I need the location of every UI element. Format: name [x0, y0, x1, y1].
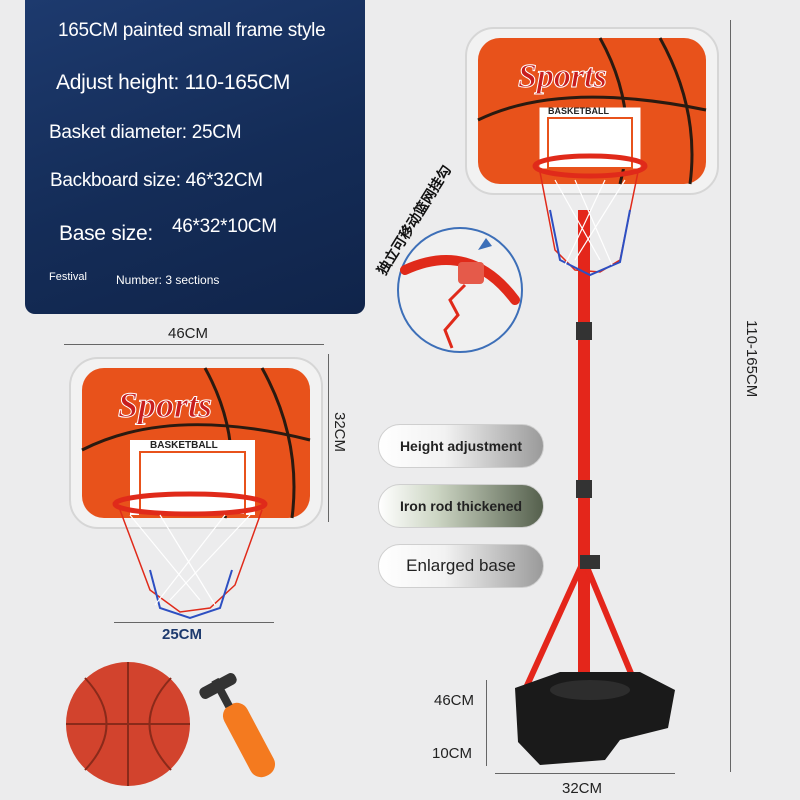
detached-brand-text: Sports [117, 385, 213, 426]
feature-height-adjustment: Height adjustment [378, 424, 544, 468]
standing-rim [532, 153, 648, 179]
support-leg-left [522, 558, 587, 692]
backboard-curve-a [477, 95, 707, 122]
dim-line-backboard-height [328, 354, 329, 522]
standing-brand-text: Sports [518, 58, 608, 96]
spec-line-style: 165CM painted small frame style [58, 20, 326, 41]
dim-line-basket [114, 622, 274, 623]
dim-total-height: 110-165CM [743, 320, 760, 398]
dim-base-length: 46CM [434, 692, 475, 709]
basketball-seams [66, 662, 190, 786]
detached-backboard-label: BASKETBALL [150, 440, 218, 451]
callout-pointer [478, 238, 492, 250]
detached-rim [112, 491, 268, 517]
dim-base-height: 10CM [432, 745, 473, 762]
dim-line-base-length [486, 680, 487, 742]
spec-sections: Number: 3 sections [116, 273, 220, 287]
dim-backboard-width: 46CM [168, 325, 209, 342]
dim-line-total-height [730, 20, 731, 772]
detached-curve-c [260, 367, 296, 519]
spec-line-basket: Basket diameter: 25CM [49, 122, 242, 143]
callout-hook-clip [458, 262, 484, 284]
backboard-curve-c [658, 37, 694, 185]
standing-net-blue [549, 209, 631, 277]
pump-handle [199, 673, 237, 699]
dim-basket-diameter: 25CM [162, 626, 203, 643]
feature-enlarged-base: Enlarged base [378, 544, 544, 588]
spec-panel: 165CM painted small frame style Adjust h… [25, 0, 365, 314]
spec-line-base-label: Base size: [59, 222, 153, 245]
detached-net-blue [149, 569, 233, 620]
dim-line-backboard-width [64, 344, 324, 345]
callout-net-string [443, 283, 467, 349]
base-top [550, 680, 630, 700]
pump-body [222, 702, 276, 778]
feature-iron-rod: Iron rod thickened [378, 484, 544, 528]
standing-net-white [554, 179, 626, 266]
spec-line-height: Adjust height: 110-165CM [56, 71, 291, 94]
detached-curve-a [81, 423, 311, 452]
dim-backboard-height: 32CM [331, 412, 348, 453]
standing-target-inner [547, 117, 633, 169]
spec-festival: Festival [49, 271, 87, 283]
weighted-base [515, 672, 675, 765]
spec-line-base-value: 46*32*10CM [172, 216, 277, 237]
dim-line-base-width [495, 773, 675, 774]
detached-net-white [129, 514, 251, 606]
standing-backboard-label: BASKETBALL [548, 106, 609, 116]
leg-bracket [580, 555, 600, 569]
spec-line-backboard: Backboard size: 46*32CM [50, 170, 263, 191]
pole-joint-lower [576, 480, 592, 498]
detached-net-red [119, 509, 263, 613]
dim-line-base-height [486, 742, 487, 766]
pole-joint-upper [576, 322, 592, 340]
dim-base-width: 32CM [562, 780, 603, 797]
